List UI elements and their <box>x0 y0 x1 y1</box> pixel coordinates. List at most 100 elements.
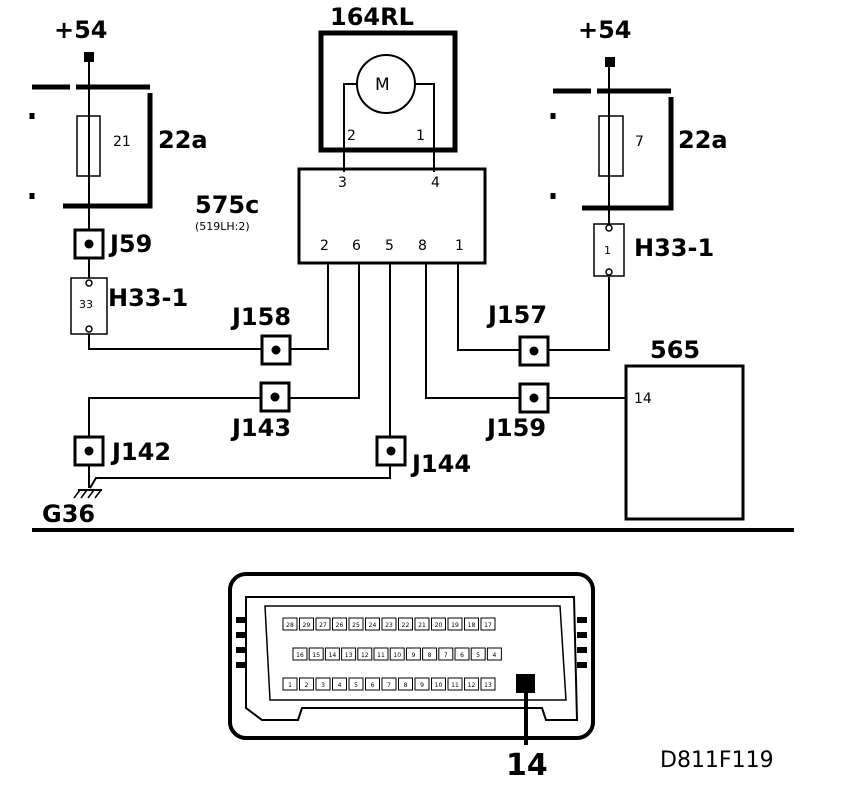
ground-label: G36 <box>42 500 95 528</box>
module-pin-2: 2 <box>320 238 329 254</box>
connector-pin-number: 10 <box>435 682 443 689</box>
motor-wire-b <box>414 83 435 172</box>
fuse-box-right-label: 22a <box>678 126 728 154</box>
junction-j159-label: J159 <box>485 414 546 442</box>
connector-h33-right-pin: 1 <box>604 244 611 257</box>
connector-pin-number: 18 <box>468 622 476 629</box>
connector-pin-number: 7 <box>387 682 391 689</box>
connector-pin-cell <box>381 617 397 631</box>
connector-pin-cell <box>398 677 413 691</box>
connector-pin-cell <box>365 617 380 631</box>
connector-pin-cell <box>447 617 463 631</box>
connector-pin-number: 3 <box>321 682 325 689</box>
fuse-box-left-label: 22a <box>158 126 208 154</box>
connector-pin-cell <box>405 647 421 661</box>
connector-pin-cell <box>464 677 479 691</box>
connector-pin-number: 12 <box>468 682 476 689</box>
connector-pin-cell <box>454 647 470 661</box>
module-label: 575c <box>195 191 259 219</box>
connector-pin-number: 4 <box>338 682 342 689</box>
ground-symbol <box>73 465 102 499</box>
connector-pin-cell <box>357 647 373 661</box>
connector-h33-right <box>593 223 625 277</box>
junction-j158 <box>260 334 292 366</box>
wire-pin5-ground <box>89 263 391 489</box>
junction-j59-label: J59 <box>108 230 152 258</box>
motor-label: 164RL <box>330 3 414 31</box>
supply-right-terminal <box>605 57 615 67</box>
connector-pin-number: 13 <box>484 682 492 689</box>
connector-pin-cell <box>438 647 454 661</box>
supply-left-label: +54 <box>54 16 108 44</box>
fuse-right-number: 7 <box>635 134 644 150</box>
connector-pin-number: 6 <box>460 652 464 659</box>
ecu-pin: 14 <box>634 391 652 407</box>
connector-pin-number: 22 <box>402 622 410 629</box>
connector-pin-cell <box>341 647 357 661</box>
connector-pin-number: 8 <box>428 652 432 659</box>
junction-j144 <box>375 435 407 467</box>
connector-pin-cell <box>292 647 308 661</box>
module-note: (519LH:2) <box>195 220 250 233</box>
connector-pin-cell <box>422 647 438 661</box>
module-box <box>297 167 487 265</box>
connector-pin-number: 10 <box>393 652 401 659</box>
connector-pin-number: 14 <box>329 652 337 659</box>
connector-pin-cell <box>348 617 364 631</box>
motor-pin-a: 2 <box>347 128 356 144</box>
ecu-box <box>624 364 745 521</box>
connector-pin-number: 5 <box>476 652 480 659</box>
connector-pin-cell <box>431 617 446 631</box>
junction-j144-label: J144 <box>410 450 471 478</box>
junction-j142-label: J142 <box>110 438 171 466</box>
wire-h33-pin2 <box>88 263 329 350</box>
junction-j143 <box>259 381 291 413</box>
junction-j159 <box>518 382 550 414</box>
connector-pin-number: 15 <box>312 652 320 659</box>
pointer-pin-label: 14 <box>506 748 548 783</box>
connector-pin-cell <box>398 617 413 631</box>
connector-pin-cell <box>282 677 298 691</box>
connector-pin-cell <box>389 647 405 661</box>
connector-pin-number: 19 <box>451 622 459 629</box>
ecu-label: 565 <box>650 336 700 364</box>
connector-pin-cell <box>348 677 364 691</box>
connector-pin-number: 8 <box>404 682 408 689</box>
motor-wire-a <box>343 83 358 172</box>
module-pin-8: 8 <box>418 238 427 254</box>
junction-j143-label: J143 <box>230 414 291 442</box>
connector-h33-right-label: H33-1 <box>634 234 714 262</box>
connector-pin-cell <box>315 677 331 691</box>
fuse-left-number: 21 <box>113 134 131 150</box>
connector-pin-number: 17 <box>484 622 492 629</box>
junction-j157-label: J157 <box>486 301 547 329</box>
connector-pin-number: 11 <box>451 682 459 689</box>
junction-j157 <box>518 335 550 367</box>
wire-pin6-ground <box>88 263 360 450</box>
connector-pin-number: 26 <box>336 622 344 629</box>
connector-pin-cell <box>373 647 389 661</box>
connector-pin-cell <box>324 647 340 661</box>
connector-pin-number: 27 <box>319 622 327 629</box>
connector-pin-number: 2 <box>305 682 309 689</box>
connector-pin-cell <box>414 677 430 691</box>
connector-pin-number: 25 <box>352 622 360 629</box>
fuse-right <box>598 115 624 177</box>
connector-pin-cell <box>486 647 502 661</box>
connector-pin-number: 24 <box>369 622 377 629</box>
connector-pin-number: 1 <box>288 682 292 689</box>
connector-pin-number: 5 <box>354 682 358 689</box>
connector-h33-left-label: H33-1 <box>108 284 188 312</box>
connector-pin-cell <box>480 617 496 631</box>
connector-pin-number: 16 <box>296 652 304 659</box>
connector-h33-left <box>70 277 108 335</box>
connector-pin-number: 7 <box>444 652 448 659</box>
connector-pin-cell <box>470 647 486 661</box>
module-pin-1: 1 <box>455 238 464 254</box>
connector-pin-number: 4 <box>492 652 496 659</box>
junction-j158-label: J158 <box>230 303 291 331</box>
module-pin-6: 6 <box>352 238 361 254</box>
